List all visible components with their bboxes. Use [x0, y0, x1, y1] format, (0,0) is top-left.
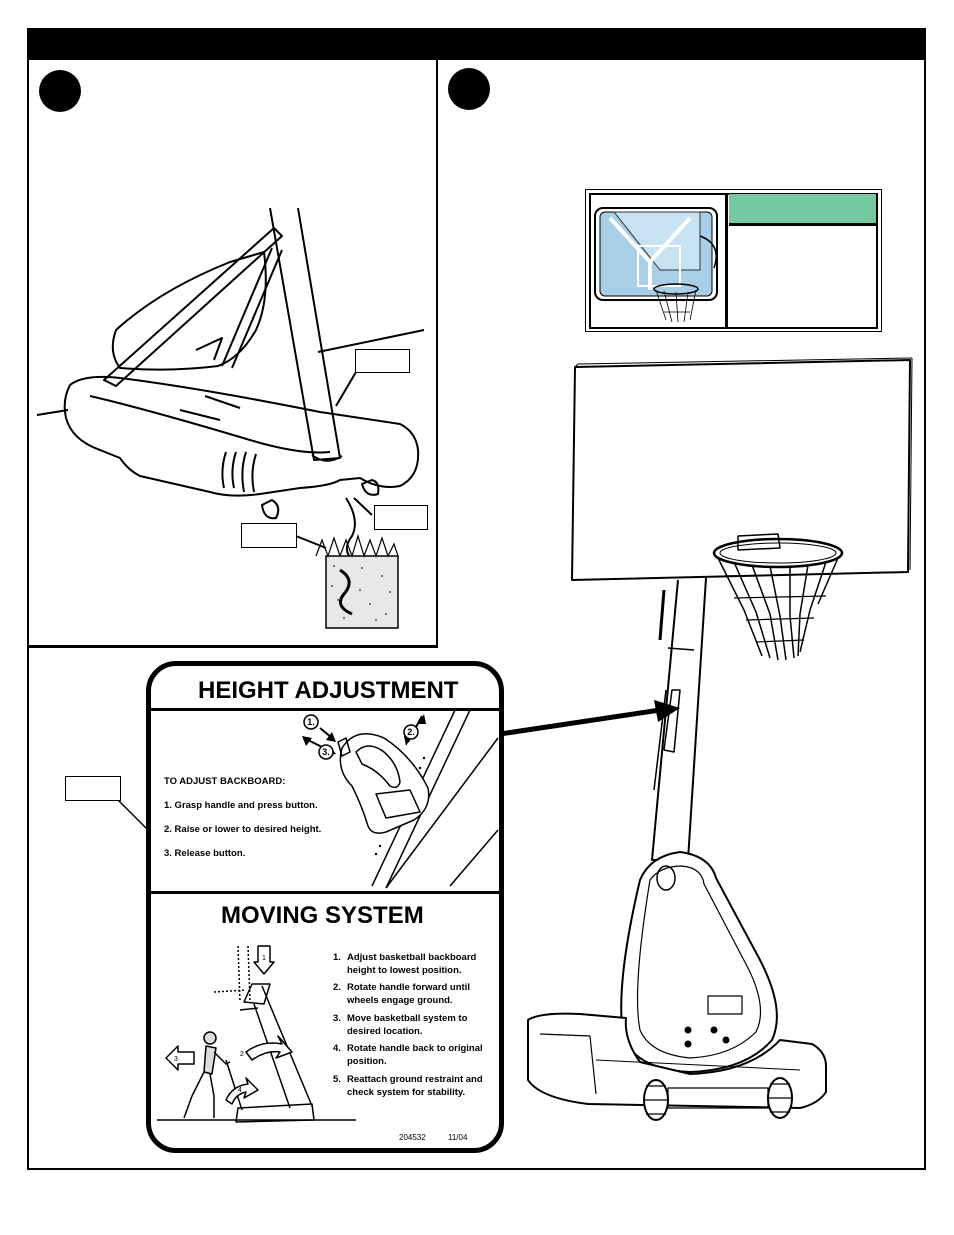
height-adjustment-title: HEIGHT ADJUSTMENT [198, 677, 459, 704]
inset-green-header [729, 194, 876, 226]
inset-divider [725, 193, 728, 329]
part-number: 204532 [399, 1133, 426, 1142]
callout-box-stake [374, 505, 428, 530]
step-marker-a [39, 70, 81, 112]
moving-arrow-num-2: 2 [240, 1051, 244, 1058]
callout-num-3: 3. [322, 747, 330, 757]
section-header-bar [27, 28, 926, 60]
moving-step-1: 1.Adjust basketball backboard height to … [333, 952, 477, 976]
adjust-heading: TO ADJUST BACKBOARD: [164, 776, 286, 787]
moving-step-4: 4.Rotate handle back to original positio… [333, 1043, 483, 1067]
moving-step-5: 5.Reattach ground restraint and check sy… [333, 1074, 483, 1098]
callout-box-label [65, 776, 121, 801]
adjust-step-3: 3. Release button. [164, 848, 246, 859]
label-divider-top [151, 708, 499, 711]
callout-num-1: 1. [307, 717, 315, 727]
moving-step-2: 2.Rotate handle forward until wheels eng… [333, 982, 470, 1006]
step-marker-b [448, 68, 490, 110]
moving-system-title: MOVING SYSTEM [221, 902, 424, 929]
callout-box-weight [241, 523, 297, 548]
adjust-step-2: 2. Raise or lower to desired height. [164, 824, 322, 835]
callout-num-2: 2. [407, 727, 415, 737]
callout-box-base [355, 349, 410, 373]
moving-arrow-num-1: 1 [262, 955, 266, 962]
moving-step-3: 3.Move basketball system to desired loca… [333, 1013, 468, 1037]
adjust-step-1: 1. Grasp handle and press button. [164, 800, 318, 811]
moving-arrow-num-4: 4 [238, 1087, 242, 1094]
label-divider-middle [151, 891, 499, 894]
moving-arrow-num-3: 3 [174, 1056, 178, 1063]
panel-a [29, 60, 438, 648]
date-code: 11/04 [448, 1133, 468, 1142]
